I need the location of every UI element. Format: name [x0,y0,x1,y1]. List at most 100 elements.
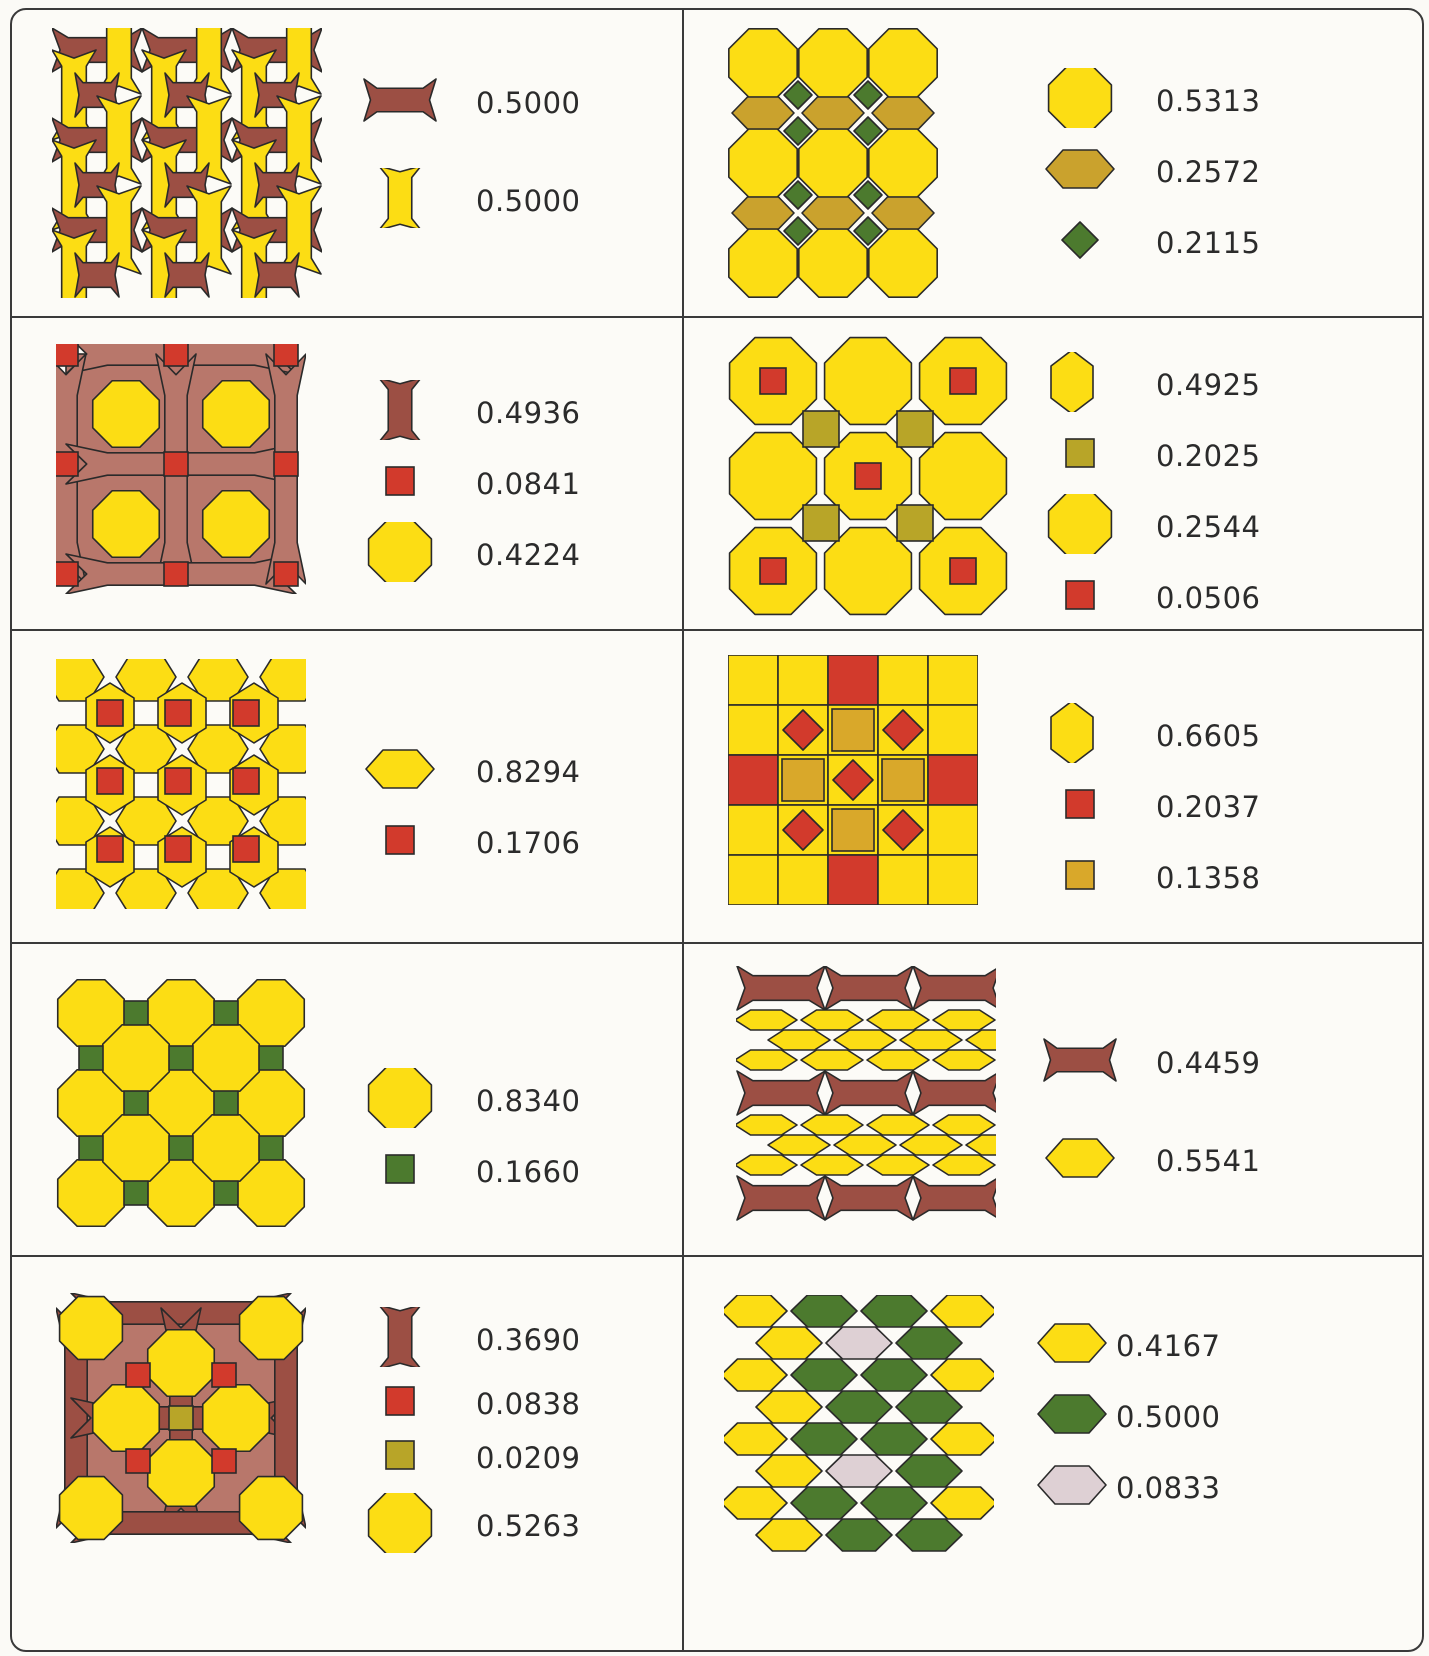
square-tile [214,1181,238,1205]
hexagon-tile [724,1295,787,1327]
hexagon-tile [867,1115,929,1135]
hexagon-tile [896,1519,962,1551]
octagon-tile [729,129,797,197]
square-tile [897,505,933,541]
legend-swatch [362,380,442,440]
legend-swatch [1034,1313,1114,1373]
area-fraction: 0.5000 [1116,1400,1220,1434]
hexagon-tile [736,1155,797,1175]
hexagon-tile [933,1115,995,1135]
square-tile [950,558,976,584]
bone-tile [737,1071,825,1115]
square-tile [778,855,828,905]
octagon-elongated-tiling [728,28,938,300]
legend-swatch [1042,845,1122,905]
square-tile [164,452,188,476]
octagon-tile [799,129,867,197]
legend-row: 0.0506 [1042,565,1302,625]
hexagon-tile [801,1115,863,1135]
area-fraction: 0.1358 [1156,861,1260,895]
square-tile [169,1136,193,1160]
square-tile [728,755,778,805]
square-tile [782,759,824,801]
bone-octagon-square-tiling [56,344,306,594]
hexagon-tile [861,1295,927,1327]
area-fraction: 0.0833 [1116,1471,1220,1505]
area-fraction: 0.4936 [476,396,580,430]
area-fraction: 0.1706 [476,826,580,860]
area-fraction: 0.4925 [1156,368,1260,402]
panel-1: 0.5000 0.5000 [12,10,682,316]
hexagon-tile [826,1455,892,1487]
bone-tile [825,966,913,1010]
octagon-tile [729,229,797,297]
square-tile [878,855,928,905]
octagon-tile [869,229,937,297]
square-tile [164,344,188,366]
area-fraction: 0.3690 [476,1323,580,1357]
panel-2: 0.5313 0.2572 0.2115 [682,10,1422,316]
octagon-tile [203,491,270,558]
bone-tile [737,966,825,1010]
bone-tile [364,79,436,121]
legend-row: 0.1706 [362,810,622,870]
hexagon-tile [1051,352,1093,412]
hexagon-tile [931,1359,994,1391]
legend-swatch [1042,774,1122,834]
octagon-tile [203,381,270,448]
square-tile [214,1091,238,1115]
hexagon-tile [896,1391,962,1423]
square-tile [1066,581,1094,609]
square-tile [124,1091,148,1115]
panel-6: 0.6605 0.2037 0.1358 [682,629,1422,942]
legend-row: 0.4167 [1034,1313,1294,1373]
panel-9: 0.3690 0.0838 0.0209 0.5263 [12,1255,682,1650]
bone-weave-tiling [52,28,322,298]
square-tile [728,655,778,705]
square-tile [165,836,191,862]
area-fraction: 0.4224 [476,538,580,572]
square-tile [124,1181,148,1205]
legend-swatch [1042,68,1122,128]
legend-row: 0.8340 [362,1068,622,1128]
square-tile [950,368,976,394]
legend-row: 0.0833 [1034,1455,1294,1515]
legend-swatch [362,1068,442,1128]
square-tile [828,655,878,705]
legend-swatch [1034,1384,1114,1444]
legend-row: 0.8294 [362,739,622,799]
legend-swatch [362,1493,442,1553]
legend-row: 0.5313 [1042,68,1302,128]
square-tile [386,1441,414,1469]
octagon-tile [93,1385,160,1452]
octagon-tile [869,29,937,97]
panel-8: 0.4459 0.5541 [682,942,1422,1255]
legend-row: 0.4936 [362,380,622,440]
hexagon-tile [801,1050,863,1070]
octagon-tile [93,491,160,558]
legend-swatch [1042,494,1122,554]
hexagon-tile [933,1050,995,1070]
legend-swatch [362,168,442,228]
hexagon-tile [802,97,864,129]
legend-swatch [362,451,442,511]
square-tile [164,562,188,586]
hexagon-tile [933,1155,995,1175]
legend-swatch [362,1425,442,1485]
hexagon-tile [861,1423,927,1455]
hex-green-pink-tiling [724,1295,994,1555]
bone-tile [913,1176,996,1220]
legend-swatch [1034,1455,1114,1515]
hexagon-tile [861,1359,927,1391]
square-tile [832,709,874,751]
square-tile [928,705,978,755]
legend-swatch [1042,210,1122,270]
octagon-tile [369,522,432,582]
area-fraction: 0.0209 [476,1441,580,1475]
octagon-tile [369,1068,432,1128]
split-octagon-grid-tiling [728,655,978,905]
square-tile [897,411,933,447]
square-tile [855,463,881,489]
legend-row: 0.2572 [1042,139,1302,199]
area-fraction: 0.6605 [1156,719,1260,753]
